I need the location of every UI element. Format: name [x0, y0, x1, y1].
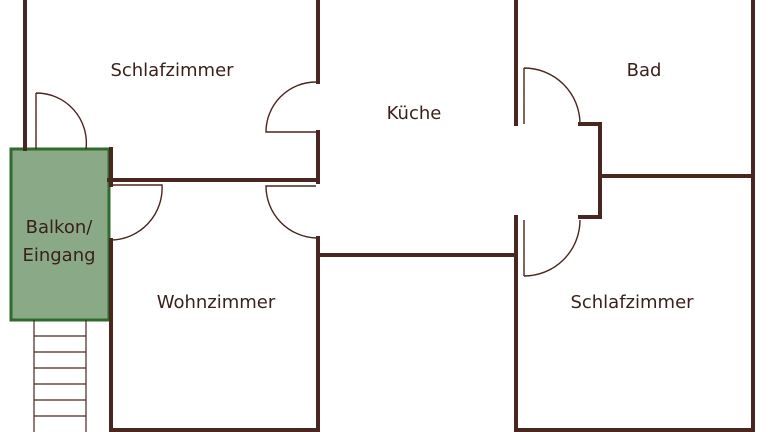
label-wohnzimmer: Wohnzimmer: [157, 292, 276, 313]
label-schlafzimmer-2: Schlafzimmer: [570, 292, 694, 313]
door-living-kitchen: [265, 185, 317, 239]
door-balcony-bedroom1: [35, 92, 88, 150]
label-kueche: Küche: [387, 103, 442, 124]
label-balkon-line1: Balkon/: [26, 217, 94, 238]
label-schlafzimmer-1: Schlafzimmer: [110, 60, 234, 81]
label-balkon-line2: Eingang: [22, 245, 95, 266]
staircase: [33, 320, 87, 432]
door-bedroom1-kitchen: [265, 81, 317, 133]
label-bad: Bad: [627, 60, 662, 81]
door-balcony-living: [110, 184, 163, 241]
balcony-area: [9, 147, 111, 322]
walls: [23, 0, 755, 432]
doors: [35, 67, 581, 277]
door-bedroom2: [523, 219, 581, 277]
door-bath: [523, 67, 581, 125]
